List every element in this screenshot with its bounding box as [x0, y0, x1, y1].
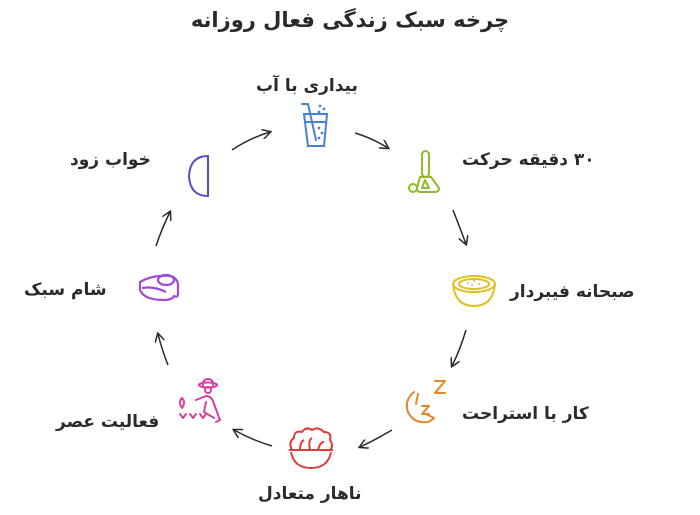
arrow-8-1 — [231, 132, 270, 151]
arrow-4-5 — [360, 429, 393, 447]
arrow-2-3 — [452, 209, 466, 244]
gardening-person-icon — [179, 378, 221, 423]
arrow-6-7 — [158, 334, 169, 366]
salad-bowl-icon — [289, 427, 333, 469]
light-dinner-icon — [138, 273, 180, 302]
sleep-moon-icon — [405, 380, 446, 424]
step-label-balanced-lunch: ناهار متعادل — [258, 484, 362, 504]
step-label-wake-water: بیداری با آب — [256, 76, 358, 96]
diagram-title: چرخه سبک زندگی فعال روزانه — [190, 8, 510, 32]
step-label-light-dinner: شام سبک — [24, 280, 107, 300]
bowl-icon — [452, 275, 496, 308]
step-label-exercise: ۳۰ دقیقه حرکت — [462, 150, 595, 170]
arrow-1-2 — [354, 132, 388, 148]
exercise-equipment-icon — [408, 150, 440, 193]
step-label-work-rest: کار با استراحت — [462, 404, 589, 424]
step-label-afternoon-activity: فعالیت عصر — [56, 412, 160, 432]
step-label-sleep-early: خواب زود — [70, 150, 151, 170]
step-label-fiber-breakfast: صبحانه فیبردار — [510, 282, 635, 302]
arrow-7-8 — [155, 212, 170, 247]
arrow-5-6 — [234, 430, 273, 447]
water-glass-icon — [301, 103, 329, 147]
arrow-3-4 — [452, 329, 467, 366]
half-moon-icon — [187, 154, 209, 198]
